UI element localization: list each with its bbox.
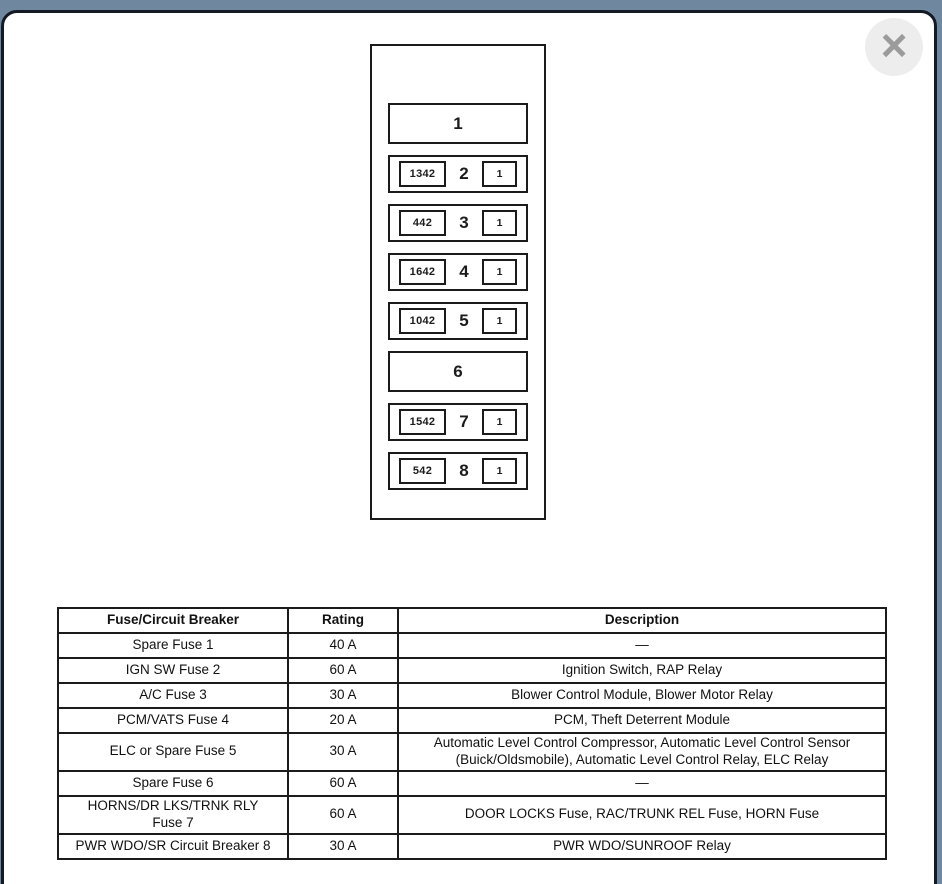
header-rating: Rating: [287, 607, 399, 634]
fuse-cavity-label-box: 1: [482, 210, 517, 236]
fuse-slot: 1: [388, 103, 528, 144]
fuse-name-cell: PCM/VATS Fuse 4: [57, 707, 289, 734]
fuse-cavity-label-box: 1: [482, 409, 517, 435]
header-fuse-circuit-breaker: Fuse/Circuit Breaker: [57, 607, 289, 634]
fuse-slot: 1642 4 1: [388, 253, 528, 291]
description-cell: DOOR LOCKS Fuse, RAC/TRUNK REL Fuse, HOR…: [397, 794, 887, 835]
description-cell: —: [397, 769, 887, 797]
table-row: Spare Fuse 6 60 A —: [57, 769, 887, 797]
description-cell: —: [397, 632, 887, 659]
fuse-name-cell: Spare Fuse 1: [57, 632, 289, 659]
rating-cell: 60 A: [287, 657, 399, 684]
fuse-slot-number: 2: [459, 164, 469, 183]
description-cell: PCM, Theft Deterrent Module: [397, 707, 887, 734]
rating-cell: 30 A: [287, 732, 399, 772]
fuse-slot-number: 6: [453, 361, 463, 381]
table-header-row: Fuse/Circuit Breaker Rating Description: [57, 607, 887, 634]
table-row: IGN SW Fuse 2 60 A Ignition Switch, RAP …: [57, 657, 887, 684]
rating-cell: 30 A: [287, 682, 399, 709]
table-row: A/C Fuse 3 30 A Blower Control Module, B…: [57, 682, 887, 709]
fuse-circuit-label-box: 1042: [399, 308, 446, 334]
table-row: HORNS/DR LKS/TRNK RLY Fuse 7 60 A DOOR L…: [57, 794, 887, 835]
fuse-name-cell: A/C Fuse 3: [57, 682, 289, 709]
rating-cell: 20 A: [287, 707, 399, 734]
rating-cell: 60 A: [287, 769, 399, 797]
fuse-cavity-label-box: 1: [482, 458, 517, 484]
fuse-circuit-label-box: 1642: [399, 259, 446, 285]
table-row: PWR WDO/SR Circuit Breaker 8 30 A PWR WD…: [57, 832, 887, 860]
description-cell: PWR WDO/SUNROOF Relay: [397, 832, 887, 860]
fuse-box-diagram: 1 1342 2 1 442 3 1 1642 4 1 1042 5: [370, 44, 546, 520]
fuse-circuit-label-box: 1542: [399, 409, 446, 435]
fuse-name-cell: PWR WDO/SR Circuit Breaker 8: [57, 832, 289, 860]
fuse-name-cell: Spare Fuse 6: [57, 769, 289, 797]
image-viewer-card: 1 1342 2 1 442 3 1 1642 4 1 1042 5: [1, 10, 937, 884]
fuse-cavity-label-box: 1: [482, 308, 517, 334]
close-button[interactable]: ×: [865, 18, 923, 76]
fuse-name-cell: HORNS/DR LKS/TRNK RLY Fuse 7: [57, 794, 289, 835]
fuse-slot: 1542 7 1: [388, 403, 528, 441]
fuse-circuit-label-box: 442: [399, 210, 446, 236]
fuse-slot: 1042 5 1: [388, 302, 528, 340]
fuse-slot: 6: [388, 351, 528, 392]
fuse-slot: 442 3 1: [388, 204, 528, 242]
table-row: ELC or Spare Fuse 5 30 A Automatic Level…: [57, 732, 887, 772]
rating-cell: 30 A: [287, 832, 399, 860]
fuse-slot-number: 7: [459, 412, 469, 431]
fuse-spec-table: Fuse/Circuit Breaker Rating Description …: [57, 607, 887, 860]
description-cell: Blower Control Module, Blower Motor Rela…: [397, 682, 887, 709]
fuse-slot-number: 3: [459, 213, 469, 232]
fuse-cavity-label-box: 1: [482, 161, 517, 187]
fuse-spec-table-container: Fuse/Circuit Breaker Rating Description …: [57, 607, 887, 860]
table-row: PCM/VATS Fuse 4 20 A PCM, Theft Deterren…: [57, 707, 887, 734]
fuse-slot: 542 8 1: [388, 452, 528, 490]
header-description: Description: [397, 607, 887, 634]
fuse-slot-number: 5: [459, 311, 469, 330]
fuse-circuit-label-box: 542: [399, 458, 446, 484]
fuse-circuit-label-box: 1342: [399, 161, 446, 187]
rating-cell: 60 A: [287, 794, 399, 835]
fuse-name-cell: ELC or Spare Fuse 5: [57, 732, 289, 772]
fuse-slot-number: 4: [459, 262, 469, 281]
fuse-slot-number: 8: [459, 461, 469, 480]
table-row: Spare Fuse 1 40 A —: [57, 632, 887, 659]
description-cell: Automatic Level Control Compressor, Auto…: [397, 732, 887, 772]
description-cell: Ignition Switch, RAP Relay: [397, 657, 887, 684]
fuse-name-cell: IGN SW Fuse 2: [57, 657, 289, 684]
fuse-cavity-label-box: 1: [482, 259, 517, 285]
close-icon: ×: [880, 19, 908, 71]
rating-cell: 40 A: [287, 632, 399, 659]
fuse-slot: 1342 2 1: [388, 155, 528, 193]
fuse-slot-number: 1: [453, 113, 463, 133]
